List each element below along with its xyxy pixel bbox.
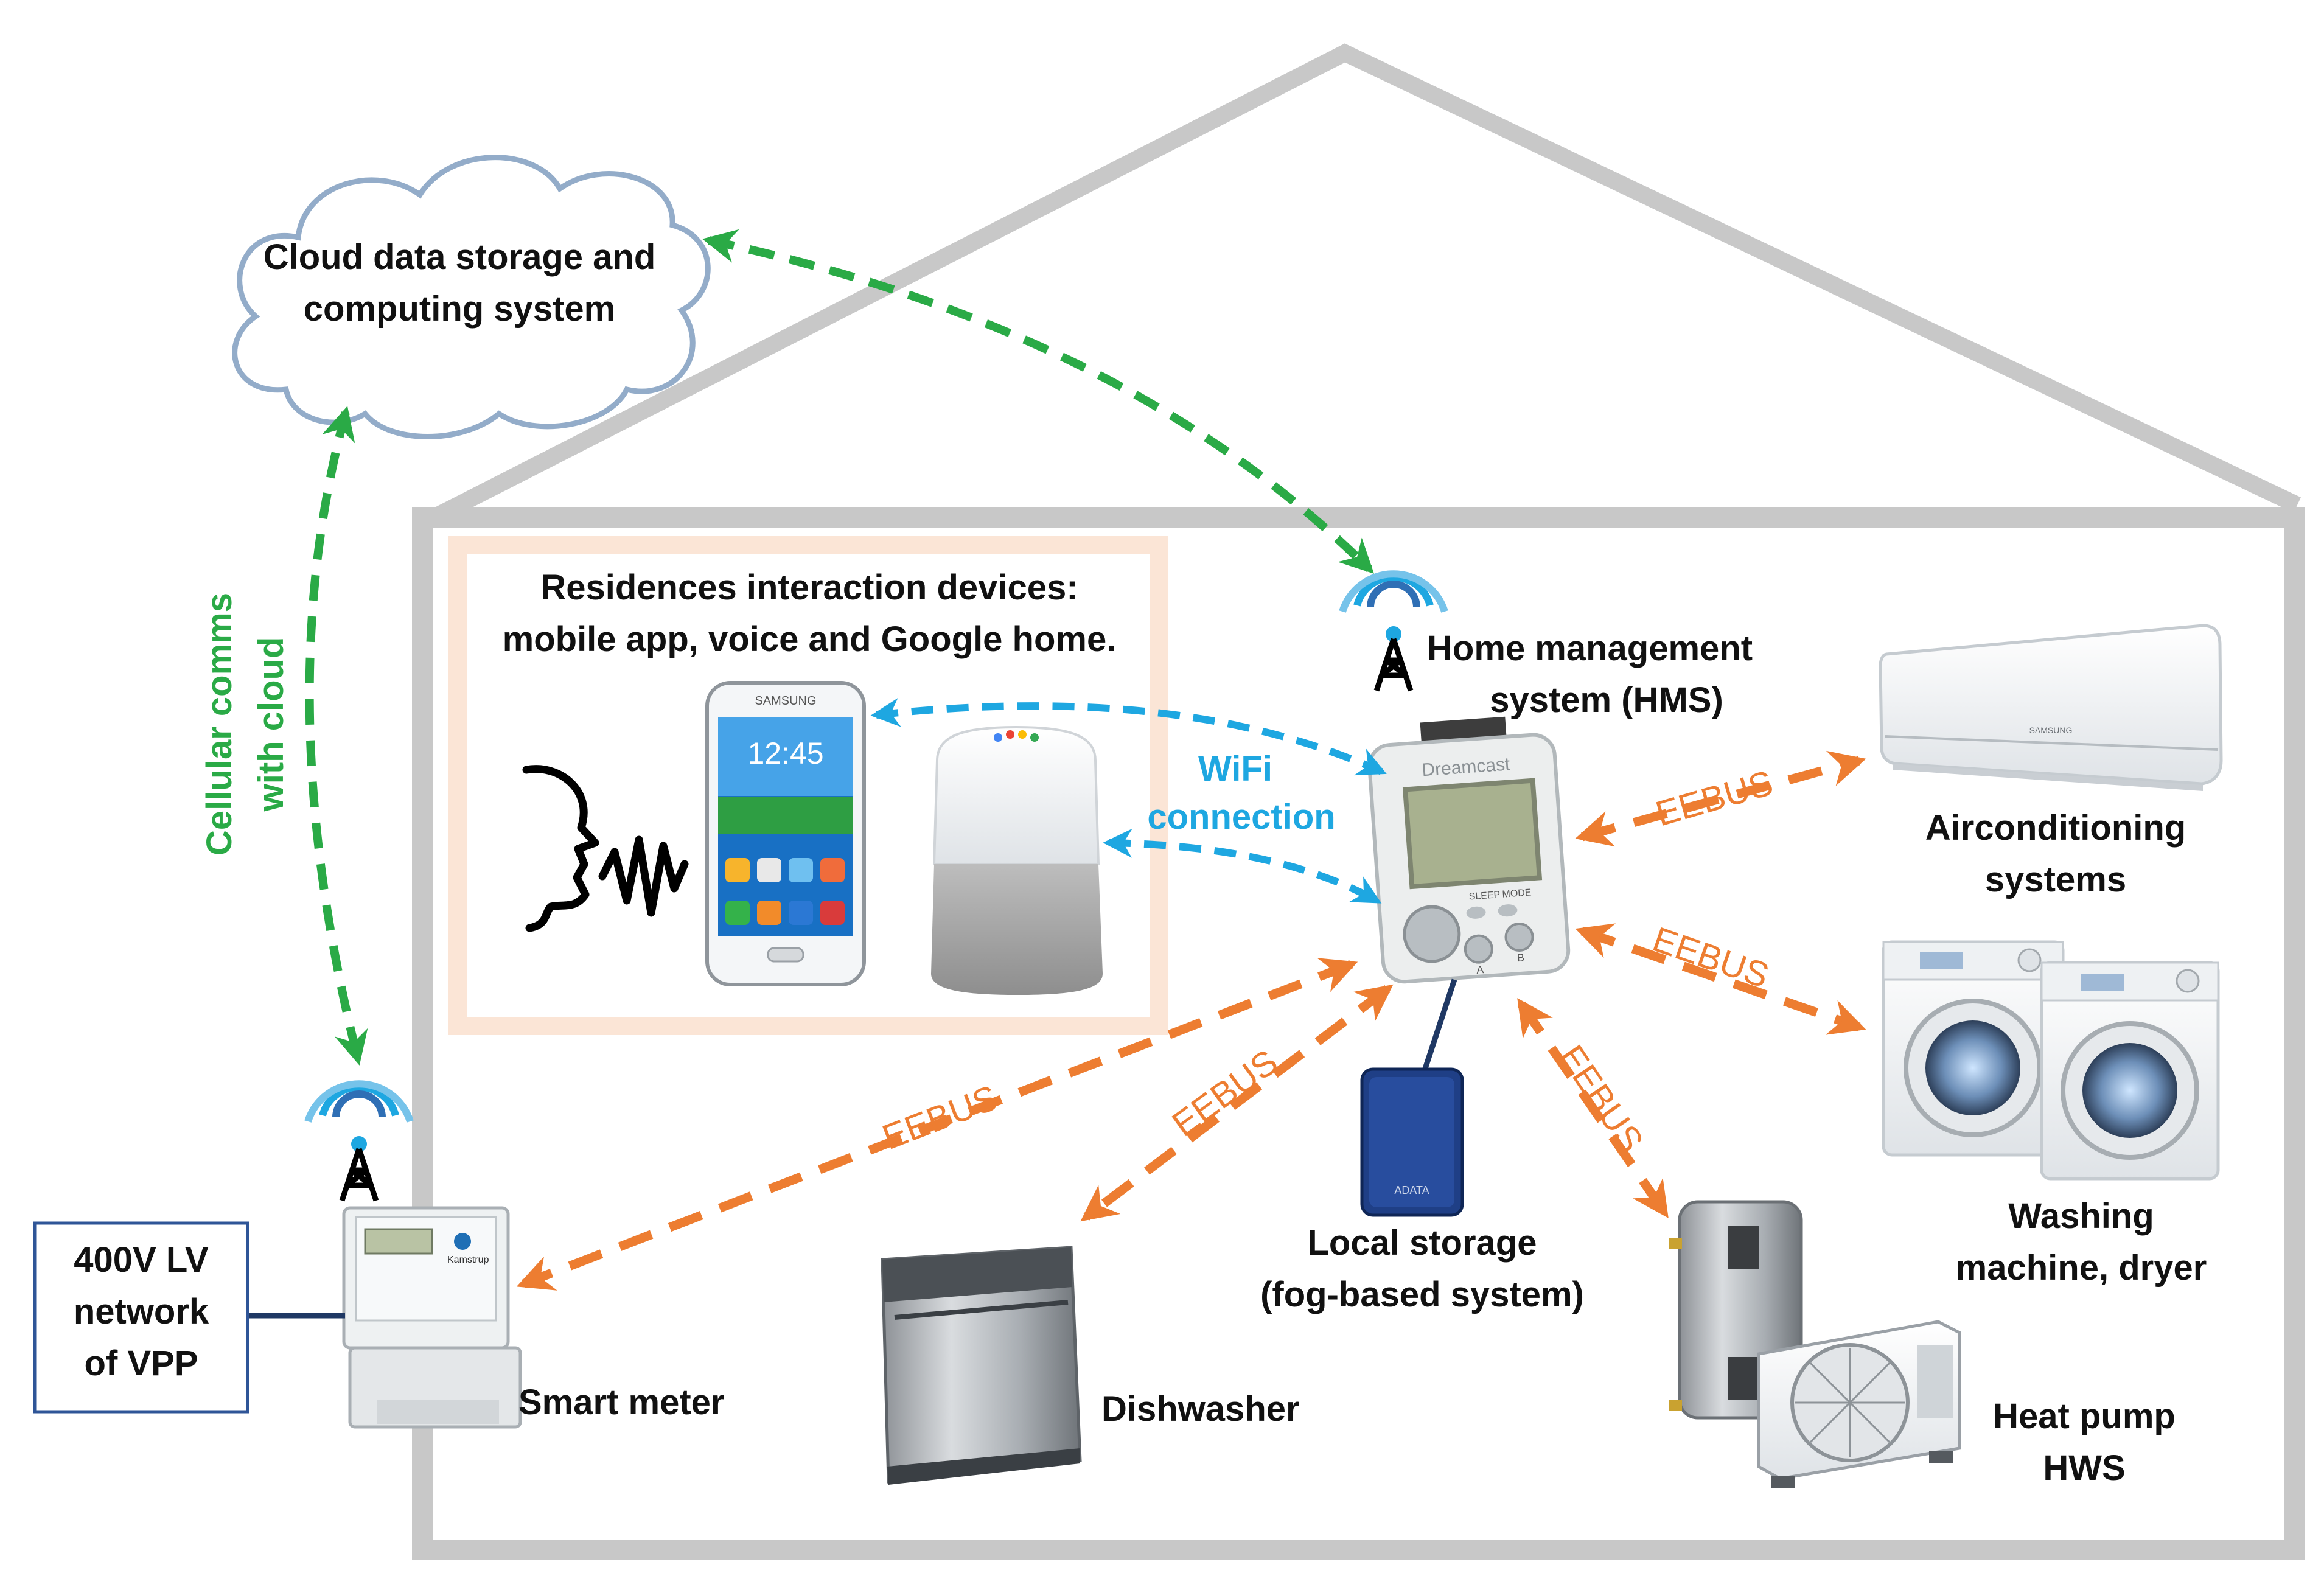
air-conditioner-icon: SAMSUNG [1879,624,2223,791]
smartphone-icon: SAMSUNG 12:45 [705,681,866,986]
dryer-icon [2040,961,2220,1181]
lv-network-line1: 400V LV [74,1240,209,1280]
smart-speaker-icon [931,725,1103,995]
lv-network-line2: network [74,1292,209,1331]
eebus-label-heatpump: EEBUS [1551,1038,1651,1159]
dishwasher-label: Dishwasher [1101,1389,1300,1429]
lv-network-box [33,1221,249,1414]
smart-meter-label: Smart meter [518,1383,724,1422]
eebus-label-aircon: EEBUS [1652,763,1778,834]
voice-icon [522,765,689,932]
vmu-a-text: A [1476,963,1484,976]
local-storage-label-line2: (fog-based system) [1260,1275,1584,1314]
heatpump-label-line1: Heat pump [1993,1397,2176,1436]
cloud-label-line1: Cloud data storage and [263,237,656,277]
speaker-hms-link [1103,828,1382,904]
cloud-icon [232,155,711,439]
hard-drive-icon: ADATA [1360,1067,1464,1217]
meter-brand-text: Kamstrup [447,1255,489,1265]
local-storage-label-line1: Local storage [1307,1223,1537,1263]
vmu-sleep-text: SLEEP [1468,890,1501,902]
phone-hms-link [870,697,1387,776]
hms-meter-link [516,958,1358,1291]
cellular-label-line2: with cloud [251,637,291,812]
dishwasher-icon [881,1246,1082,1485]
eebus-label-dishwasher: EEBUS [1165,1042,1285,1144]
hms-label-line1: Home management [1427,629,1753,668]
aircon-label-line1: Airconditioning [1925,808,2186,848]
washing-label-line1: Washing [2008,1196,2154,1236]
interaction-title-line1: Residences interaction devices: [540,568,1078,607]
cloud-meter-link [305,406,368,1066]
hms-storage-cable [1421,978,1457,1073]
wifi-label-line2: connection [1147,797,1335,837]
interaction-title-line2: mobile app, voice and Google home. [503,619,1117,659]
eebus-label-meter: EEBUS [877,1078,1003,1157]
wifi-label-line1: WiFi [1198,749,1272,789]
smart-meter-icon: Kamstrup [342,1206,522,1429]
storage-brand-text: ADATA [1394,1184,1429,1196]
hms-label-line2: system (HMS) [1490,680,1723,720]
cloud-label-line2: computing system [304,289,615,329]
ac-brand-text: SAMSUNG [2029,725,2073,735]
cellular-label-line1: Cellular comms [200,593,239,856]
eebus-label-washer: EEBUS [1648,919,1774,996]
phone-brand-text: SAMSUNG [755,694,816,708]
hms-washer-link [1575,923,1866,1035]
antenna-icon [304,1080,414,1202]
hms-heatpump-link [1517,998,1669,1218]
heatpump-label-line2: HWS [2043,1448,2125,1488]
vmu-mode-text: MODE [1502,887,1532,899]
phone-time-text: 12:45 [747,736,823,770]
cellular-label: Cellular comms with cloud [200,593,291,856]
lv-network-line3: of VPP [85,1344,198,1383]
antenna-icon [1339,570,1448,692]
washing-machine-icon [1882,940,2065,1157]
heat-pump-icon [1757,1320,1961,1488]
hms-aircon-link [1575,750,1866,847]
aircon-label-line2: systems [1985,860,2126,899]
vmu-b-text: B [1516,951,1524,964]
washing-label-line2: machine, dryer [1956,1248,2207,1288]
cloud-hms-link [702,229,1374,574]
hms-controller-icon: Dreamcast SLEEP MODE A B [1367,716,1571,984]
